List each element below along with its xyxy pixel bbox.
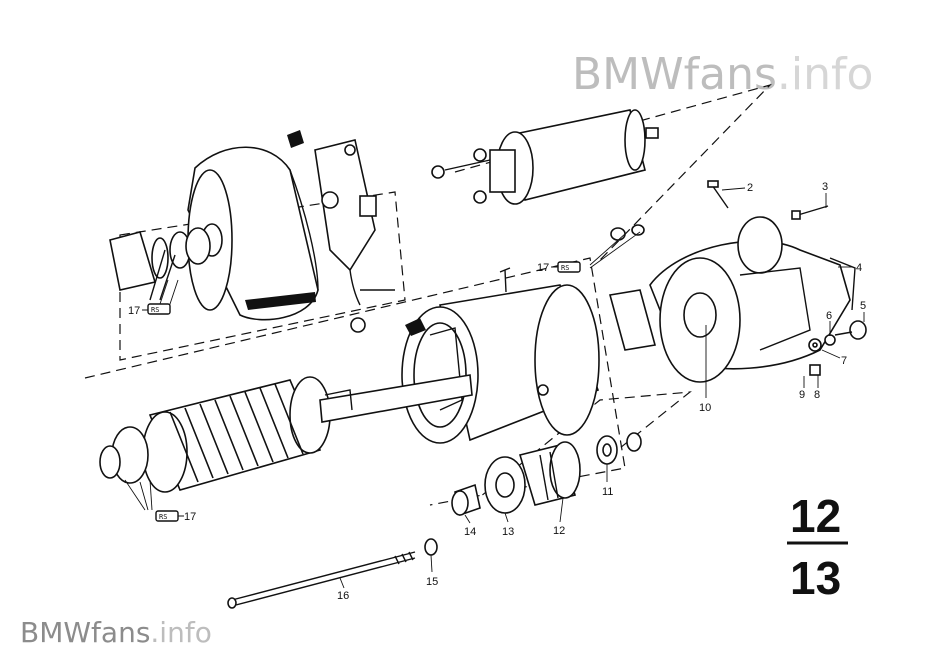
small-parts <box>610 180 867 376</box>
armature <box>99 374 473 493</box>
callout-11: 11 <box>602 486 613 498</box>
callout-17-bottom-left: RS 17 <box>155 510 196 523</box>
svg-text:RS: RS <box>159 513 167 521</box>
drive-pinion-assembly <box>424 432 642 556</box>
brush-holder-plate <box>287 130 395 333</box>
callout-9: 9 <box>799 389 805 401</box>
watermark-footer-brand: BMWfans <box>20 616 150 649</box>
watermark-footer-suffix: .info <box>150 616 211 649</box>
bearing-cap <box>109 227 211 301</box>
svg-text:RS: RS <box>561 264 569 272</box>
through-bolt <box>227 551 416 609</box>
callout-14: 14 <box>464 526 476 538</box>
solenoid-switch <box>431 109 659 205</box>
leader-lines <box>124 187 865 589</box>
callout-15: 15 <box>426 576 438 588</box>
svg-text:RS: RS <box>151 306 159 314</box>
field-housing <box>401 267 600 444</box>
svg-text:17: 17 <box>184 511 196 523</box>
callout-3: 3 <box>822 181 828 193</box>
callout-13: 13 <box>502 526 514 538</box>
callout-17-center: 17 RS <box>537 261 581 274</box>
watermark-top-suffix: .info <box>777 49 874 100</box>
callout-8: 8 <box>814 389 820 401</box>
callout-labels: 2 3 4 5 6 7 8 9 10 11 12 13 14 15 16 <box>337 181 866 602</box>
callout-4: 4 <box>856 262 862 274</box>
svg-text:17: 17 <box>537 262 549 274</box>
watermark-footer: BMWfans.info <box>20 616 212 649</box>
callout-16: 16 <box>337 590 349 602</box>
page-denominator: 13 <box>790 552 841 604</box>
callout-17-top-left: 17 RS <box>128 303 171 317</box>
callout-6: 6 <box>826 310 832 322</box>
callout-10: 10 <box>699 402 711 414</box>
callout-12: 12 <box>553 525 565 537</box>
watermark-top-brand: BMWfans <box>572 49 777 100</box>
watermark-top: BMWfans.info <box>572 49 873 100</box>
callout-7: 7 <box>841 355 847 367</box>
page-numerator: 12 <box>790 490 841 542</box>
callout-2: 2 <box>747 182 753 194</box>
page-fraction: 12 13 <box>787 490 848 604</box>
drive-end-housing <box>608 216 856 383</box>
callout-5: 5 <box>860 300 866 312</box>
svg-text:17: 17 <box>128 305 140 317</box>
